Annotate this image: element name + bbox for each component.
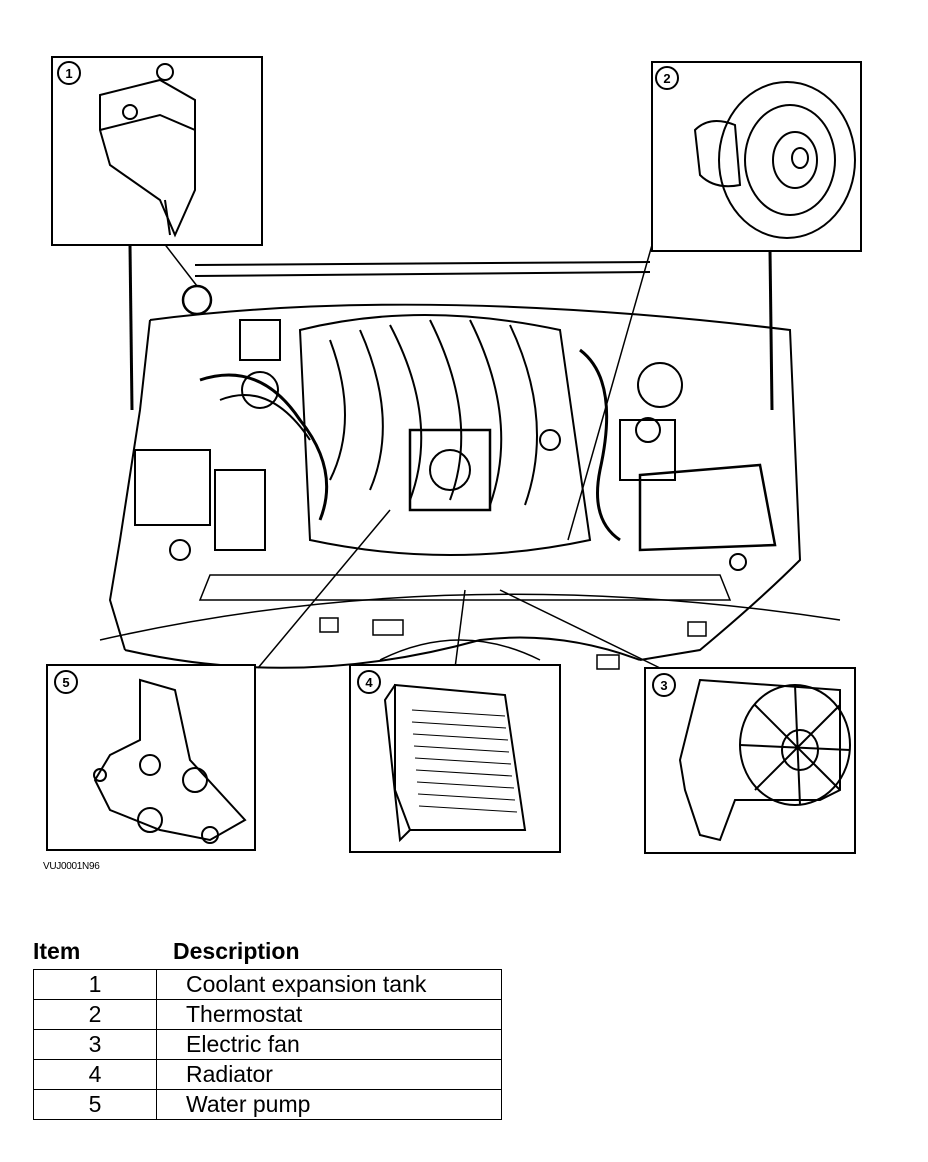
detail-box-thermostat — [651, 61, 862, 252]
callout-5: 5 — [54, 670, 78, 694]
legend-item-description: Electric fan — [156, 1029, 502, 1060]
svg-text:2: 2 — [663, 71, 670, 86]
legend-item-description: Water pump — [156, 1089, 502, 1120]
detail-box-water-pump — [46, 664, 256, 851]
callout-1: 1 — [57, 61, 81, 85]
description-column-header: Description — [173, 938, 300, 964]
legend-item-number: 2 — [33, 999, 157, 1030]
legend-item-number: 5 — [33, 1089, 157, 1120]
detail-box-radiator — [349, 664, 561, 853]
detail-box-coolant-expansion-tank — [51, 56, 263, 246]
engine-bay-drawing — [99, 244, 841, 670]
leader-lines — [159, 237, 661, 669]
legend-item-description: Coolant expansion tank — [156, 969, 502, 1000]
callout-4: 4 — [357, 670, 381, 694]
callout-2: 2 — [655, 66, 679, 90]
callout-3: 3 — [652, 673, 676, 697]
svg-text:5: 5 — [62, 675, 69, 690]
figure-id: VUJ0001N96 — [43, 861, 100, 872]
detail-box-electric-fan — [644, 667, 856, 854]
svg-text:3: 3 — [660, 678, 667, 693]
item-column-header: Item — [33, 938, 81, 964]
legend-item-number: 3 — [33, 1029, 157, 1060]
svg-text:1: 1 — [65, 66, 72, 81]
legend-item-number: 1 — [33, 969, 157, 1000]
legend-item-description: Radiator — [156, 1059, 502, 1090]
svg-text:4: 4 — [365, 675, 373, 690]
legend-item-number: 4 — [33, 1059, 157, 1090]
legend-header: Item Description — [33, 938, 502, 969]
legend-item-description: Thermostat — [156, 999, 502, 1030]
